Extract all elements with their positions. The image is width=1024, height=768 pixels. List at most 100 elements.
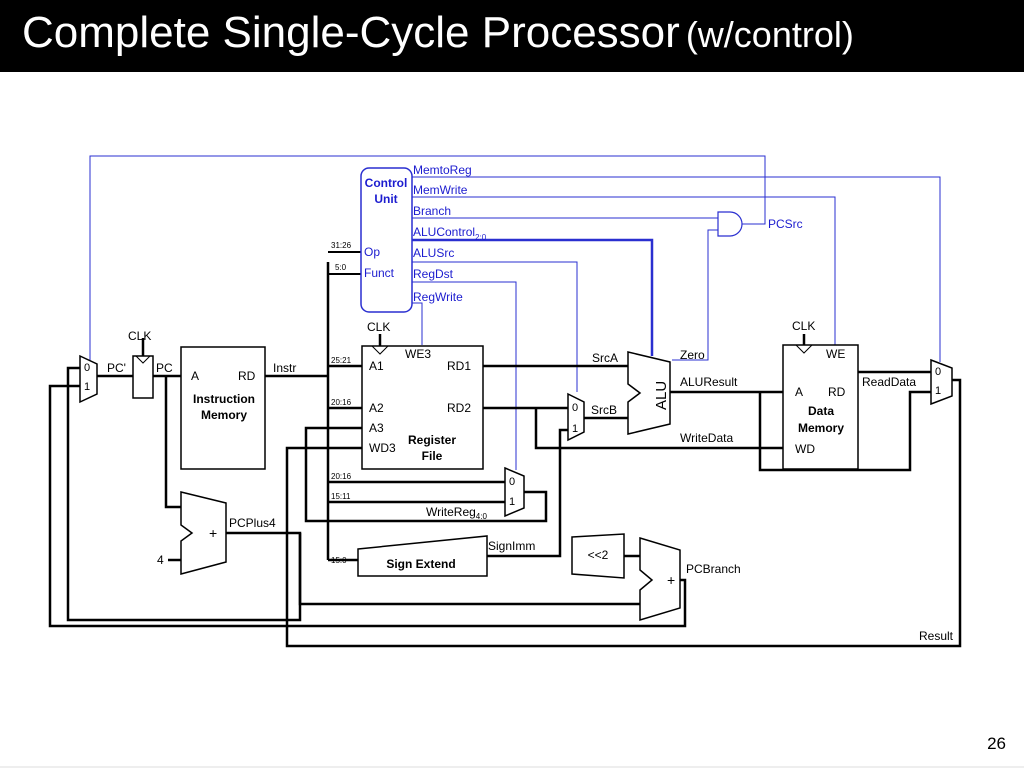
alucontrol-sub: 2:0 (475, 233, 487, 242)
control-unit-line2: Unit (374, 192, 397, 206)
srca-label: SrcA (592, 351, 618, 365)
imem-name1: Instruction (193, 392, 255, 406)
rf-clk-notch (371, 345, 389, 355)
memwrite-wire (412, 196, 836, 345)
writereg-sub: 4:0 (476, 512, 488, 521)
memtoreg-label: MemtoReg (413, 163, 472, 177)
pc-label: PC (156, 361, 173, 375)
pc-clk-notch (135, 355, 151, 364)
alusrc-label: ALUSrc (413, 246, 454, 260)
alu-label: ALU (653, 381, 670, 410)
control-unit-line1: Control (365, 176, 408, 190)
pcplus4-plus: + (209, 525, 217, 541)
bits-20-16-b: 20:16 (331, 472, 352, 481)
regwrite-label: RegWrite (413, 290, 463, 304)
instruction-memory (180, 346, 266, 470)
zero-wire (672, 229, 718, 361)
pcsrc-wire (89, 155, 766, 360)
control-funct-label: Funct (364, 266, 395, 280)
result-wire (285, 378, 962, 648)
bits-20-16-a: 20:16 (331, 398, 352, 407)
alusrc-wire (412, 261, 578, 392)
pc-mux (79, 354, 98, 404)
pc-to-adder-wire (164, 376, 181, 509)
bits-15-0: 15:0 (331, 556, 347, 565)
control-signal-labels: MemtoReg MemWrite Branch ALUControl2:0 A… (413, 163, 803, 304)
result-mux (930, 358, 953, 406)
bits-25-21: 25:21 (331, 356, 352, 365)
rf-we3-label: WE3 (405, 347, 431, 361)
memtoreg-wire (412, 176, 941, 362)
imem-rd-label: RD (238, 369, 256, 383)
pcplus4-loop-wire (66, 366, 302, 622)
dm-name1: Data (808, 404, 834, 418)
shift-left-2 (571, 533, 625, 579)
branch-and-gate (717, 211, 743, 237)
bit-field-labels: 31:26 5:0 25:21 20:16 20:16 15:11 15:0 (331, 241, 352, 565)
dm-rd-label: RD (828, 385, 846, 399)
alucontrol-bus (412, 238, 654, 356)
writereg-mux (504, 466, 525, 518)
imem-name2: Memory (201, 408, 247, 422)
data-memory (782, 344, 859, 470)
imem-a-label: A (191, 369, 199, 383)
writereg-wire (304, 426, 548, 523)
dm-clk-notch (795, 344, 813, 354)
shift-label: <<2 (588, 548, 609, 562)
readdata-label: ReadData (862, 375, 916, 389)
bits-31-26: 31:26 (331, 241, 352, 250)
result-mux-1: 1 (935, 385, 941, 397)
pcbranch-adder (639, 536, 681, 622)
rf-name1: Register (408, 433, 456, 447)
pc-mux-0: 0 (84, 362, 90, 374)
pcbranch-label: PCBranch (686, 562, 741, 576)
dm-name2: Memory (798, 421, 844, 435)
writereg-text: WriteReg (426, 505, 476, 519)
srcb-mux (567, 392, 585, 442)
control-unit (360, 167, 413, 313)
regwrite-wire (412, 302, 423, 345)
writedata-label: WriteData (680, 431, 733, 445)
rf-rd1-label: RD1 (447, 359, 471, 373)
op-funct-wires (328, 251, 361, 275)
branch-label: Branch (413, 204, 451, 218)
alu (627, 351, 671, 435)
control-op-label: Op (364, 245, 380, 259)
sign-extend-label: Sign Extend (386, 557, 455, 571)
pcbranch-plus: + (667, 572, 675, 588)
dm-wd-label: WD (795, 442, 815, 456)
rf-a1-label: A1 (369, 359, 384, 373)
dm-we-label: WE (826, 347, 845, 361)
srcb-mux-1: 1 (572, 423, 578, 435)
rf-clk-label: CLK (367, 320, 390, 334)
title-main-text: Complete Single-Cycle Processor (22, 8, 680, 57)
pcplus4-label: PCPlus4 (229, 516, 276, 530)
result-mux-0: 0 (935, 366, 941, 378)
zero-label: Zero (680, 348, 705, 362)
regdst-label: RegDst (413, 267, 454, 281)
rf-rd2-label: RD2 (447, 401, 471, 415)
sign-extend (357, 535, 488, 577)
writedata-wire (534, 408, 783, 450)
rf-a3-label: A3 (369, 421, 384, 435)
pc-register (132, 355, 154, 399)
dm-a-label: A (795, 385, 803, 399)
srcb-mux-0: 0 (572, 402, 578, 414)
memwrite-label: MemWrite (413, 183, 468, 197)
writereg-label: WriteReg4:0 (426, 505, 487, 521)
alucontrol-text: ALUControl (413, 225, 475, 239)
pc-clk-label: CLK (128, 329, 151, 343)
signimm-label: SignImm (488, 539, 535, 553)
instr-label: Instr (273, 361, 296, 375)
bits-5-0: 5:0 (335, 263, 347, 272)
control-wires (89, 155, 941, 470)
aluresult-bypass-wire (758, 390, 931, 472)
writereg-mux-0: 0 (509, 476, 515, 488)
rf-name2: File (422, 449, 443, 463)
pc-prime-label: PC' (107, 361, 126, 375)
result-label: Result (919, 629, 954, 643)
signimm-wire (487, 428, 568, 558)
rf-wd3-label: WD3 (369, 441, 396, 455)
writereg-mux-1: 1 (509, 496, 515, 508)
